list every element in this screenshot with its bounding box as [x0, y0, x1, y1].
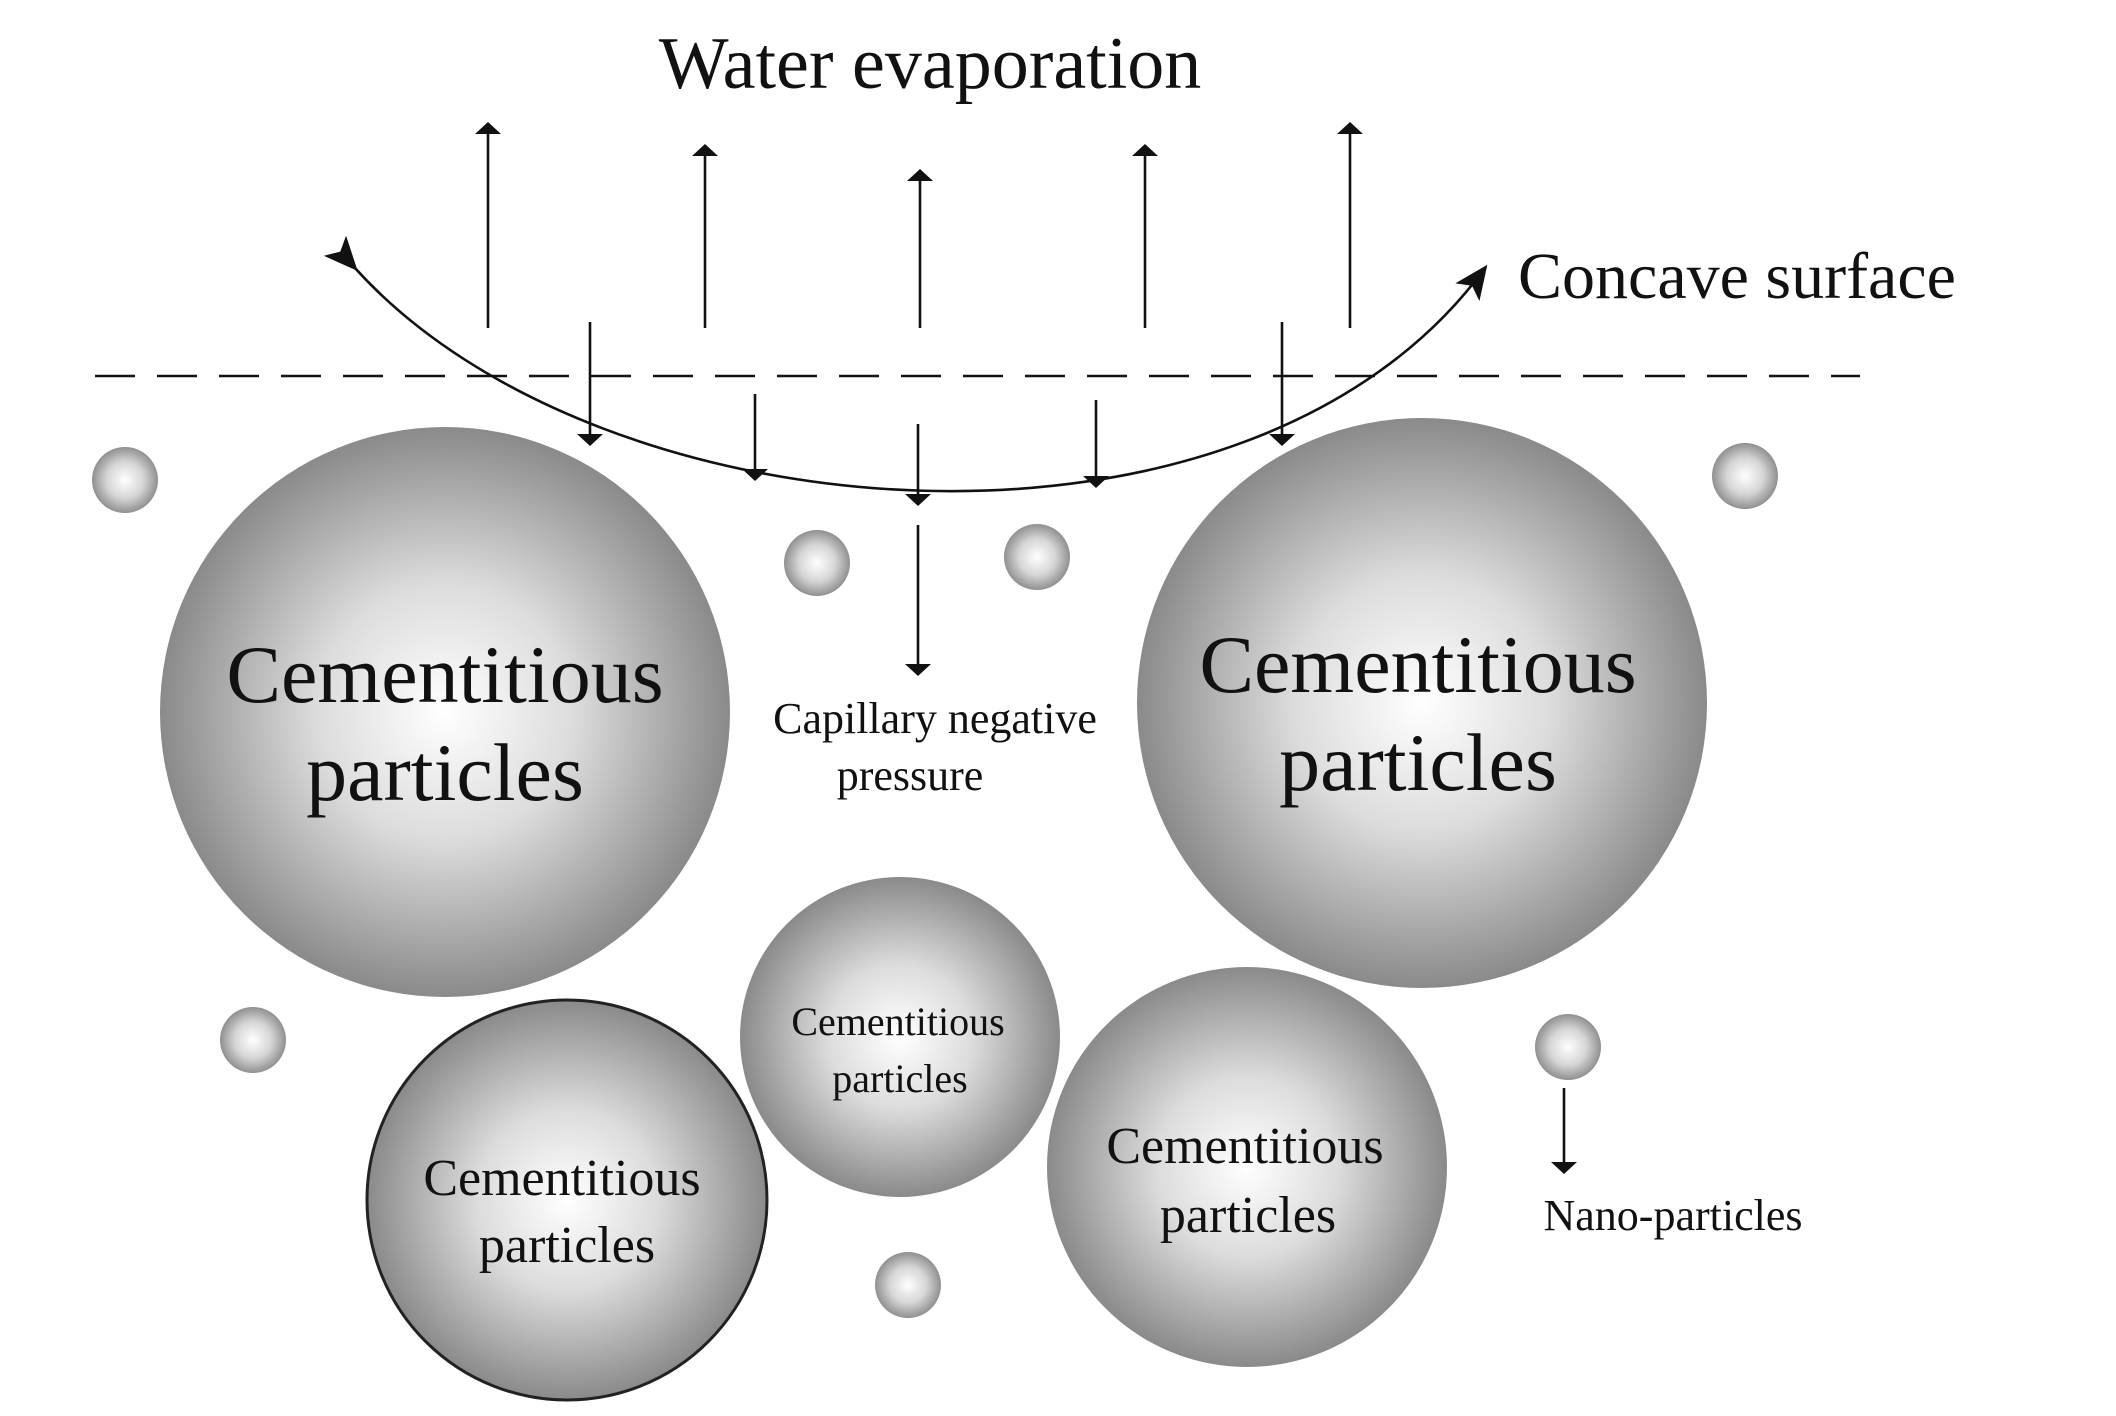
nano-particle: [92, 447, 158, 513]
particle-label-line2: particles: [306, 727, 584, 818]
cementitious-particle-right-large: Cementitious particles: [1137, 418, 1707, 988]
particle-label-line2: particles: [1279, 717, 1557, 808]
nano-particles: [92, 443, 1778, 1318]
capillary-pressure-label-line1: Capillary negative: [773, 694, 1097, 743]
particle-label-line1: Cementitious: [1199, 619, 1636, 710]
concave-meniscus-curve: [323, 235, 1488, 493]
concave-surface-label: Concave surface: [1518, 240, 1956, 313]
particle-label-line1: Cementitious: [791, 999, 1004, 1044]
particle-label-line2: particles: [479, 1217, 655, 1274]
nano-particle: [875, 1252, 941, 1318]
cementitious-particle-bottom-right: Cementitious particles: [1047, 967, 1447, 1367]
cementitious-particle-bottom-center: Cementitious particles: [740, 877, 1060, 1197]
nano-particles-label: Nano-particles: [1544, 1191, 1803, 1240]
nano-particle: [220, 1007, 286, 1073]
capillary-pressure-label-line2: pressure: [837, 751, 984, 800]
nano-particle: [1712, 443, 1778, 509]
water-evaporation-label: Water evaporation: [659, 23, 1202, 105]
particle-label-line1: Cementitious: [226, 629, 663, 720]
evaporation-arrows: [475, 122, 1363, 328]
particle-label-line2: particles: [832, 1056, 968, 1101]
particle-label-line1: Cementitious: [423, 1150, 700, 1207]
nano-particle: [1004, 524, 1070, 590]
nano-particle: [784, 530, 850, 596]
pressure-arrows: [577, 322, 1295, 676]
particle-label-line1: Cementitious: [1106, 1118, 1383, 1175]
nano-particle: [1535, 1014, 1601, 1080]
cementitious-particle-left-large: Cementitious particles: [160, 427, 730, 997]
cementitious-particle-bottom-left: Cementitious particles: [365, 998, 769, 1402]
particle-label-line2: particles: [1160, 1187, 1336, 1244]
